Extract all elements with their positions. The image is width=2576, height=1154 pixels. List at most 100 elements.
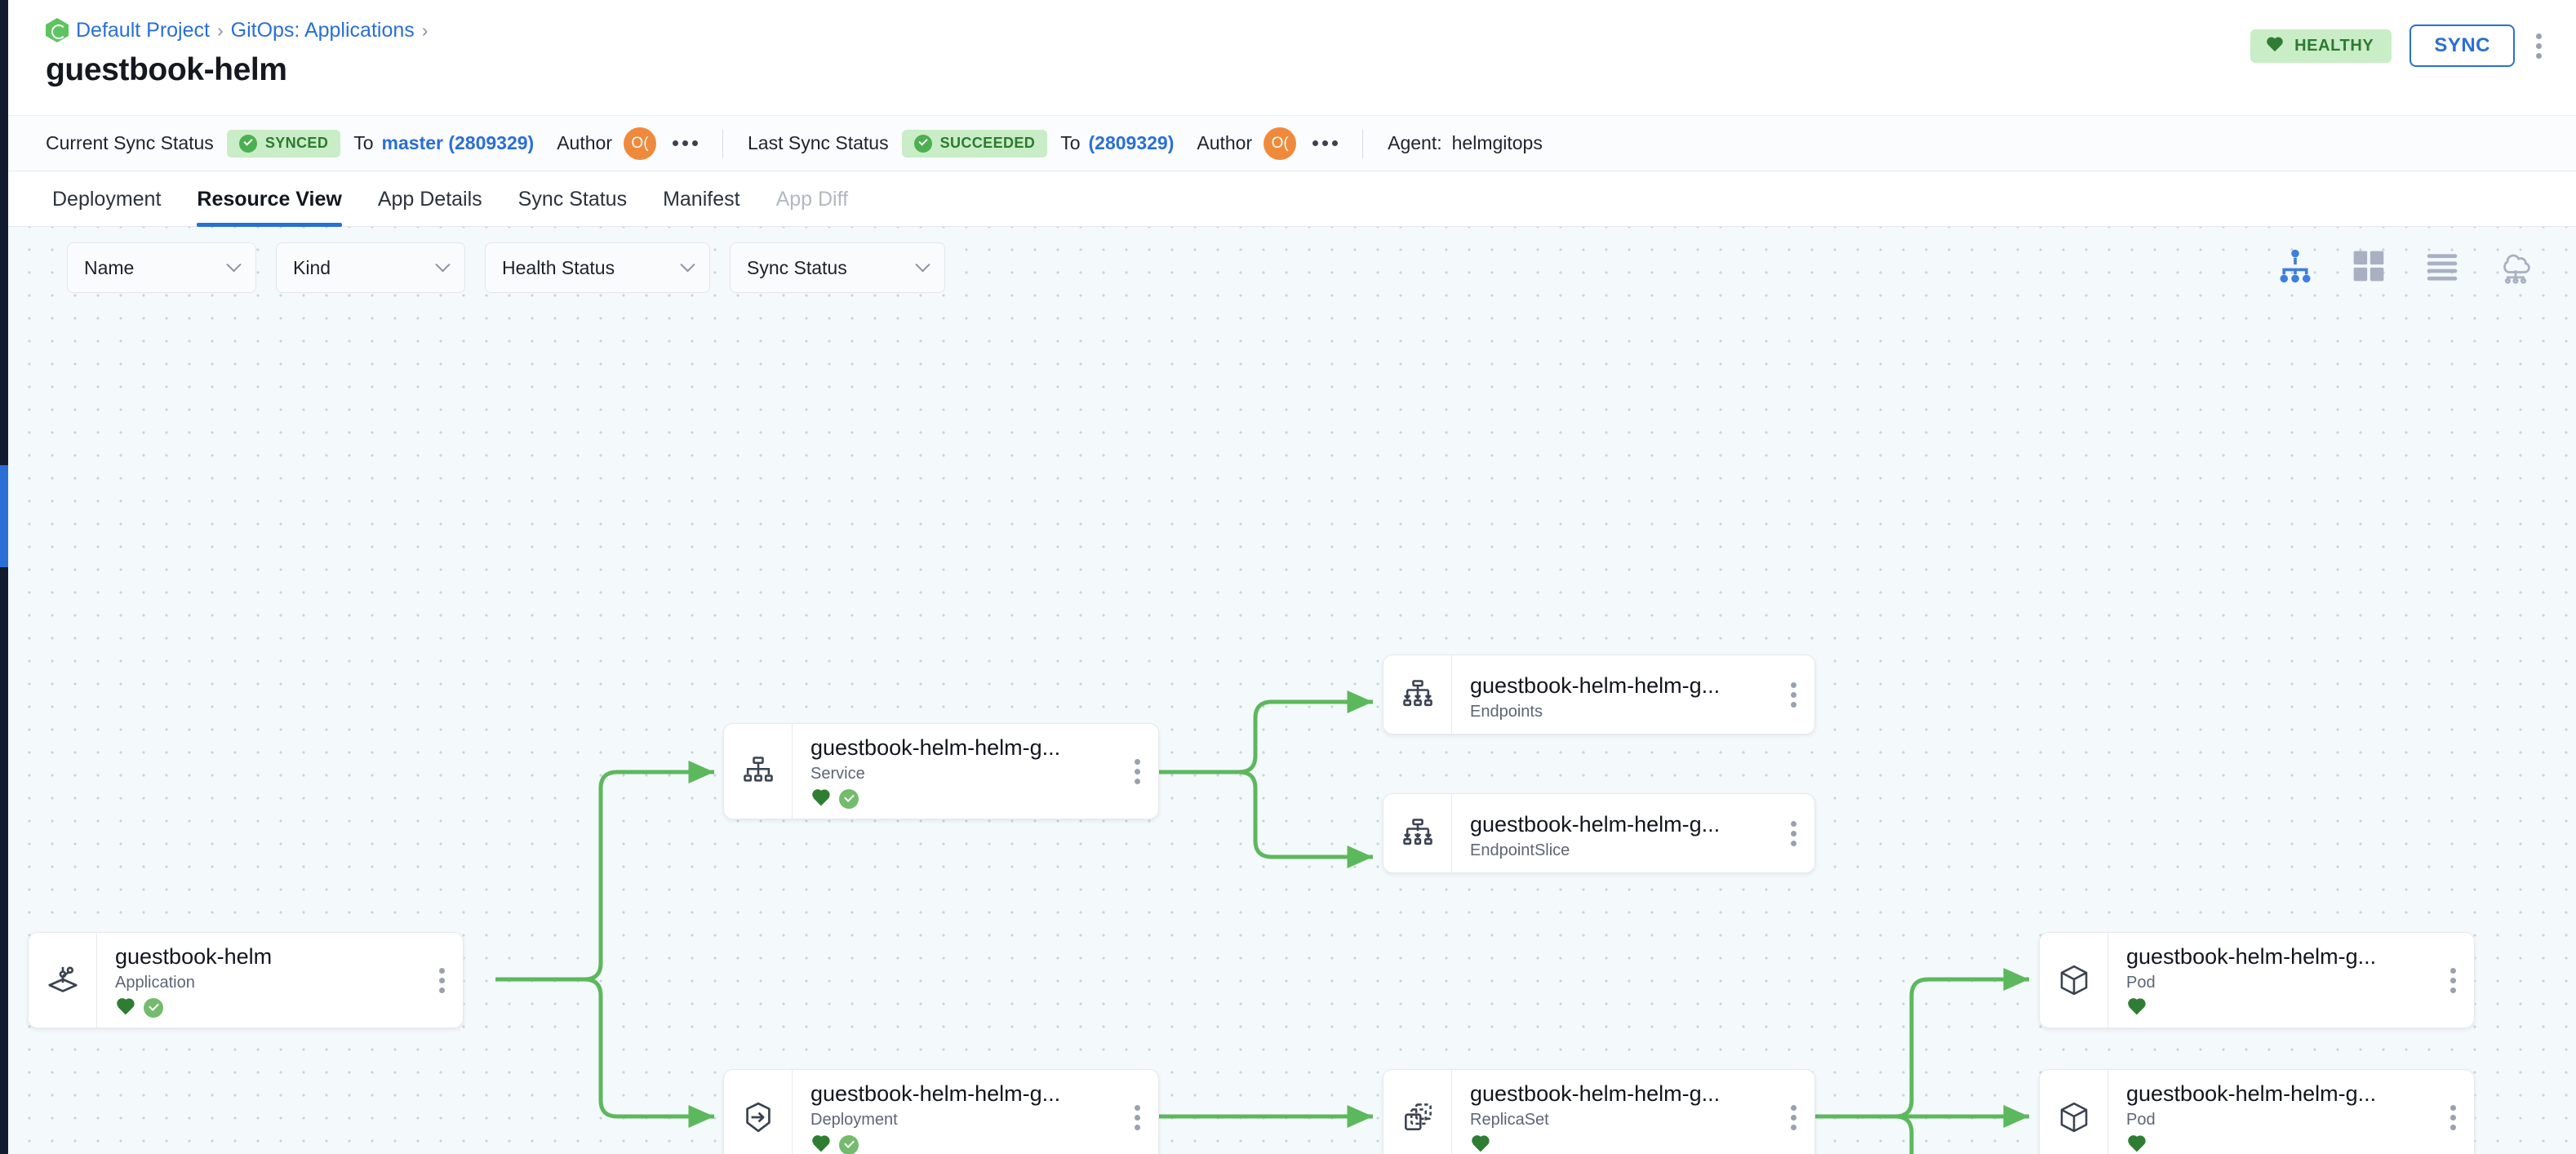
pod-icon-2 bbox=[2040, 1070, 2108, 1154]
sync-status-bar: Current Sync Status SYNCED To master (28… bbox=[8, 116, 2576, 171]
chevron-down-icon-3 bbox=[680, 256, 695, 272]
avatar[interactable]: O( bbox=[623, 126, 656, 160]
endpoints-icon bbox=[1383, 655, 1452, 734]
node-kind: EndpointSlice bbox=[1470, 841, 1570, 860]
node-status-icons bbox=[2126, 997, 2432, 1019]
graph-node-application[interactable]: guestbook-helm Application bbox=[28, 932, 464, 1028]
agent-label: Agent: bbox=[1388, 132, 1442, 153]
endpointslice-icon bbox=[1383, 794, 1452, 872]
chevron-down-icon-2 bbox=[435, 256, 451, 272]
avatar-2[interactable]: O( bbox=[1264, 126, 1297, 160]
node-kebab-menu-icon[interactable] bbox=[1772, 1070, 1814, 1154]
breadcrumb-item-gitops-applications[interactable]: GitOps: Applications bbox=[230, 18, 415, 42]
tab-app-diff: App Diff bbox=[775, 188, 849, 211]
resource-graph-canvas[interactable]: Name Kind Health Status Sync Status bbox=[8, 227, 2576, 1154]
filter-name[interactable]: Name bbox=[67, 242, 256, 293]
last-sync-status-label: Last Sync Status bbox=[747, 132, 889, 153]
node-kind: Service bbox=[811, 765, 865, 783]
kebab-menu-icon[interactable] bbox=[2533, 30, 2545, 62]
node-kebab-menu-icon[interactable] bbox=[2432, 1070, 2474, 1154]
sync-button[interactable]: SYNC bbox=[2409, 24, 2515, 67]
chevron-down-icon-4 bbox=[915, 256, 930, 272]
app-left-rail bbox=[0, 0, 8, 1154]
sync-check-icon bbox=[839, 1135, 859, 1154]
filter-health-status[interactable]: Health Status bbox=[485, 242, 710, 293]
node-kebab-menu-icon[interactable] bbox=[1116, 1070, 1158, 1154]
node-status-icons bbox=[811, 788, 1116, 810]
node-kebab-menu-icon[interactable] bbox=[1116, 724, 1158, 819]
tab-resource-view[interactable]: Resource View bbox=[179, 188, 359, 227]
breadcrumb-separator-icon-2: › bbox=[421, 19, 429, 41]
application-icon bbox=[29, 933, 97, 1028]
node-kind: Deployment bbox=[811, 1111, 898, 1130]
graph-node-endpoints[interactable]: guestbook-helm-helm-g... Endpoints bbox=[1383, 655, 1815, 735]
last-revision-link[interactable]: (2809329) bbox=[1088, 132, 1175, 153]
status-divider bbox=[722, 128, 723, 158]
heart-icon bbox=[115, 999, 135, 1018]
grid-view-icon[interactable] bbox=[2351, 248, 2387, 284]
ellipsis-icon-2[interactable] bbox=[1312, 140, 1339, 146]
filter-sync-status-label: Sync Status bbox=[747, 256, 847, 278]
current-to-label: To bbox=[353, 132, 374, 153]
node-kind: ReplicaSet bbox=[1470, 1111, 1549, 1130]
node-status-icons bbox=[2126, 1134, 2432, 1154]
status-badge-health[interactable]: HEALTHY bbox=[2250, 29, 2392, 63]
breadcrumb-separator-icon: › bbox=[216, 19, 224, 41]
heart-icon bbox=[2266, 38, 2284, 54]
heart-icon bbox=[811, 1136, 831, 1154]
tab-app-details[interactable]: App Details bbox=[377, 188, 482, 211]
node-kind: Pod bbox=[2126, 1111, 2156, 1130]
graph-node-replicaset[interactable]: guestbook-helm-helm-g... ReplicaSet bbox=[1383, 1069, 1815, 1154]
health-badge-label: HEALTHY bbox=[2294, 36, 2374, 55]
graph-node-endpointslice[interactable]: guestbook-helm-helm-g... EndpointSlice bbox=[1383, 793, 1815, 873]
page-title: guestbook-helm bbox=[46, 52, 287, 87]
tab-sync-status[interactable]: Sync Status bbox=[517, 188, 628, 211]
last-sync-status-badge[interactable]: SUCCEEDED bbox=[901, 129, 1048, 158]
node-kebab-menu-icon[interactable] bbox=[1772, 655, 1814, 734]
last-to-label: To bbox=[1060, 132, 1081, 153]
heart-icon bbox=[1470, 1136, 1490, 1154]
sync-check-icon bbox=[144, 998, 163, 1019]
graph-node-deployment[interactable]: guestbook-helm-helm-g... Deployment bbox=[723, 1069, 1159, 1154]
node-title: guestbook-helm-helm-g... bbox=[2126, 1081, 2377, 1106]
list-view-icon[interactable] bbox=[2424, 248, 2460, 284]
node-kebab-menu-icon[interactable] bbox=[1772, 794, 1814, 872]
tab-bar: Deployment Resource View App Details Syn… bbox=[8, 171, 2576, 227]
node-kebab-menu-icon[interactable] bbox=[2432, 933, 2474, 1028]
tree-view-icon[interactable] bbox=[2277, 248, 2313, 284]
deployment-icon bbox=[724, 1070, 793, 1154]
current-sync-status-badge[interactable]: SYNCED bbox=[226, 129, 341, 158]
tab-deployment[interactable]: Deployment bbox=[52, 188, 162, 211]
last-sync-status-badge-label: SUCCEEDED bbox=[939, 135, 1036, 151]
node-title: guestbook-helm-helm-g... bbox=[1470, 812, 1721, 837]
node-kind: Pod bbox=[2126, 974, 2156, 992]
agent-value: helmgitops bbox=[1451, 132, 1543, 153]
check-circle-icon-2 bbox=[913, 134, 932, 153]
current-revision-link[interactable]: master (2809329) bbox=[381, 132, 535, 153]
tab-manifest[interactable]: Manifest bbox=[663, 188, 740, 211]
heart-icon bbox=[2126, 999, 2147, 1018]
node-title: guestbook-helm-helm-g... bbox=[811, 735, 1061, 760]
check-circle-icon bbox=[238, 134, 257, 153]
ellipsis-icon[interactable] bbox=[672, 140, 698, 146]
node-kebab-menu-icon[interactable] bbox=[420, 933, 463, 1028]
filter-health-status-label: Health Status bbox=[502, 256, 615, 278]
graph-edges bbox=[495, 690, 2029, 1154]
heart-icon bbox=[811, 790, 831, 809]
left-rail-active-indicator[interactable] bbox=[0, 465, 8, 567]
graph-node-pod-2[interactable]: guestbook-helm-helm-g... Pod bbox=[2039, 1069, 2475, 1154]
node-title: guestbook-helm-helm-g... bbox=[2126, 944, 2377, 969]
graph-node-service[interactable]: guestbook-helm-helm-g... Service bbox=[723, 723, 1159, 819]
network-view-icon[interactable] bbox=[2498, 248, 2534, 284]
node-title: guestbook-helm-helm-g... bbox=[811, 1081, 1061, 1106]
sync-check-icon bbox=[839, 789, 859, 810]
view-mode-switcher bbox=[2277, 248, 2534, 284]
heart-icon bbox=[2126, 1136, 2147, 1154]
filter-sync-status[interactable]: Sync Status bbox=[730, 242, 945, 293]
node-title: guestbook-helm bbox=[115, 944, 273, 969]
header-actions: HEALTHY SYNC bbox=[2250, 24, 2545, 67]
breadcrumb-item-default-project[interactable]: Default Project bbox=[76, 18, 210, 42]
node-kind: Application bbox=[115, 974, 195, 992]
graph-node-pod-1[interactable]: guestbook-helm-helm-g... Pod bbox=[2039, 932, 2475, 1028]
filter-kind[interactable]: Kind bbox=[276, 242, 465, 293]
